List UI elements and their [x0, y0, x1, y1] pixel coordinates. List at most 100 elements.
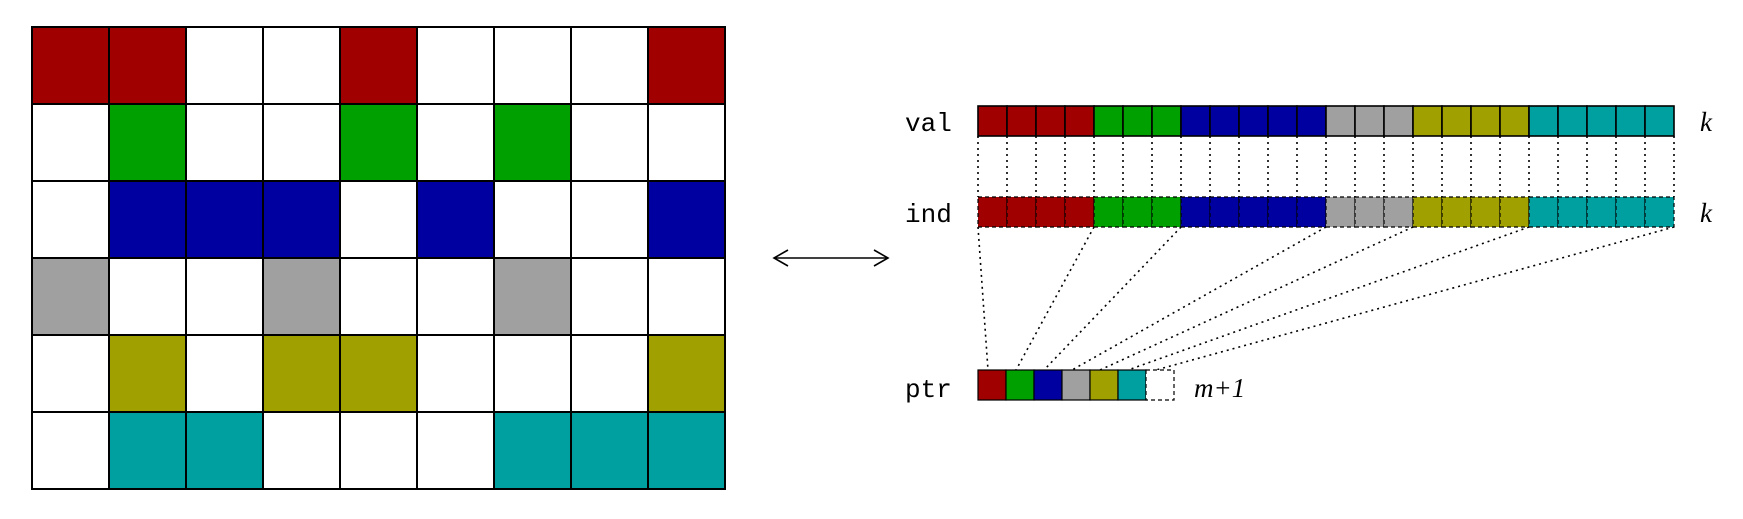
matrix-cell-nonzero: [339, 103, 418, 182]
ind-array: [977, 196, 1675, 228]
ptr-cell: [1117, 369, 1147, 401]
matrix-cell-nonzero: [185, 180, 264, 259]
matrix-cell-zero: [493, 180, 572, 259]
ind-cell: [1035, 196, 1066, 228]
matrix-cell-zero: [31, 411, 110, 490]
matrix-cell-zero: [31, 334, 110, 413]
val-cell: [1064, 105, 1095, 137]
ptr-length-label: m+1: [1194, 373, 1245, 403]
val-length-label: k: [1700, 107, 1713, 137]
val-cell: [1122, 105, 1153, 137]
matrix-cell-nonzero: [108, 334, 187, 413]
val-cell: [1325, 105, 1356, 137]
ind-cell: [1267, 196, 1298, 228]
val-cell: [1528, 105, 1559, 137]
bidirectional-arrow-icon: [772, 249, 890, 267]
ptr-cell: [1089, 369, 1119, 401]
ind-ptr-connector: [977, 226, 989, 371]
matrix-cell-zero: [185, 103, 264, 182]
matrix-cell-zero: [339, 411, 418, 490]
matrix-cell-nonzero: [108, 103, 187, 182]
ptr-cell: [1061, 369, 1091, 401]
val-cell: [1644, 105, 1675, 137]
matrix-cell-zero: [570, 180, 649, 259]
matrix-cell-nonzero: [339, 26, 418, 105]
ind-cell: [1325, 196, 1356, 228]
matrix-cell-zero: [647, 103, 726, 182]
matrix-cell-zero: [262, 411, 341, 490]
matrix-cell-nonzero: [647, 26, 726, 105]
val-cell: [1383, 105, 1414, 137]
ind-cell: [1238, 196, 1269, 228]
val-cell: [1180, 105, 1211, 137]
matrix-cell-zero: [416, 411, 495, 490]
ind-ptr-connector: [1043, 226, 1182, 371]
matrix-cell-zero: [416, 26, 495, 105]
ind-cell: [1354, 196, 1385, 228]
val-cell: [1615, 105, 1646, 137]
matrix-cell-zero: [570, 257, 649, 336]
ind-cell: [1122, 196, 1153, 228]
matrix-cell-nonzero: [31, 26, 110, 105]
val-cell: [1238, 105, 1269, 137]
val-cell: [1412, 105, 1443, 137]
val-cell: [1151, 105, 1182, 137]
matrix-cell-nonzero: [647, 180, 726, 259]
matrix-cell-nonzero: [339, 334, 418, 413]
matrix-cell-zero: [416, 257, 495, 336]
ind-cell: [1180, 196, 1211, 228]
ptr-cell: [1033, 369, 1063, 401]
ptr-cell: [1005, 369, 1035, 401]
matrix-cell-zero: [262, 26, 341, 105]
val-cell: [1354, 105, 1385, 137]
ind-cell: [1006, 196, 1037, 228]
ind-length-label: k: [1700, 198, 1713, 228]
matrix-cell-nonzero: [647, 334, 726, 413]
val-label: val: [905, 109, 952, 139]
ind-cell: [1209, 196, 1240, 228]
matrix-cell-zero: [493, 26, 572, 105]
matrix-cell-zero: [570, 26, 649, 105]
ptr-cell: [977, 369, 1007, 401]
ind-cell: [1383, 196, 1414, 228]
matrix-cell-nonzero: [416, 180, 495, 259]
matrix-cell-zero: [185, 26, 264, 105]
matrix-cell-zero: [185, 257, 264, 336]
ptr-cell: [1145, 369, 1175, 401]
val-cell: [1035, 105, 1066, 137]
matrix-cell-nonzero: [570, 411, 649, 490]
matrix-cell-nonzero: [108, 26, 187, 105]
matrix-cell-nonzero: [262, 180, 341, 259]
ind-cell: [1093, 196, 1124, 228]
val-cell: [1006, 105, 1037, 137]
ind-cell: [1528, 196, 1559, 228]
ind-cell: [1586, 196, 1617, 228]
matrix-cell-nonzero: [185, 411, 264, 490]
matrix-cell-nonzero: [31, 257, 110, 336]
ind-cell: [977, 196, 1008, 228]
matrix-cell-zero: [493, 334, 572, 413]
ind-ptr-connector: [1127, 226, 1530, 371]
val-cell: [977, 105, 1008, 137]
matrix-cell-nonzero: [647, 411, 726, 490]
matrix-cell-nonzero: [493, 103, 572, 182]
matrix-cell-zero: [31, 180, 110, 259]
val-array: [977, 105, 1675, 137]
val-cell: [1093, 105, 1124, 137]
matrix-cell-zero: [339, 257, 418, 336]
matrix-cell-zero: [31, 103, 110, 182]
matrix-cell-zero: [185, 334, 264, 413]
matrix-cell-nonzero: [493, 257, 572, 336]
matrix-cell-zero: [262, 103, 341, 182]
val-cell: [1296, 105, 1327, 137]
matrix-cell-nonzero: [262, 334, 341, 413]
val-cell: [1470, 105, 1501, 137]
matrix-cell-zero: [416, 103, 495, 182]
matrix-cell-nonzero: [108, 411, 187, 490]
ind-cell: [1441, 196, 1472, 228]
matrix-cell-nonzero: [493, 411, 572, 490]
ptr-label: ptr: [905, 375, 952, 405]
ind-cell: [1470, 196, 1501, 228]
matrix-cell-nonzero: [108, 180, 187, 259]
